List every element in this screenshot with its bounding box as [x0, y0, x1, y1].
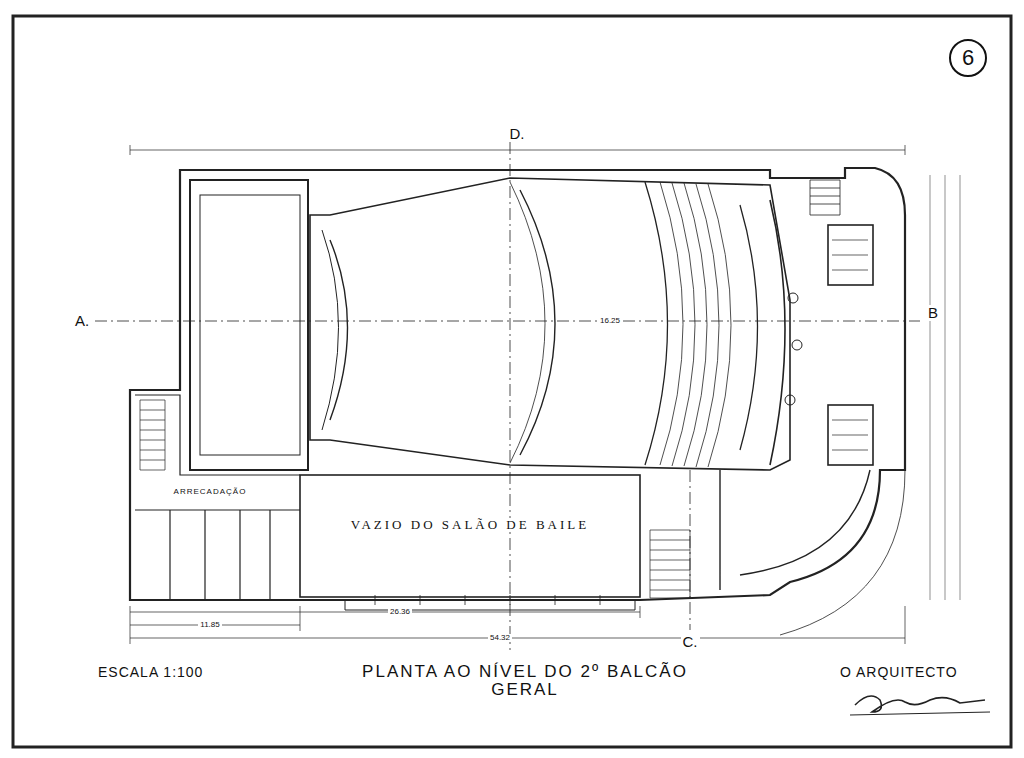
dimension: 16.25: [598, 317, 622, 326]
sheet-number: 6: [962, 45, 974, 71]
architect-credit: O ARQUITECTO: [840, 665, 958, 680]
dimension: 54.32: [488, 634, 512, 643]
scale-note: ESCALA 1:100: [98, 665, 203, 680]
section-mark: D.: [508, 126, 527, 143]
sheet-number-circle: 6: [949, 39, 987, 77]
drawing-title: PLANTA AO NÍVEL DO 2º BALCÃO GERAL: [325, 663, 725, 699]
room-label: VAZIO DO SALÃO DE BAILE: [349, 518, 591, 532]
section-mark: C.: [681, 634, 700, 651]
dimension: 11.85: [198, 621, 221, 630]
dimension: 26.36: [388, 608, 412, 617]
section-mark: B: [926, 305, 940, 322]
room-label: ARRECADAÇÃO: [172, 488, 249, 497]
section-mark: A.: [73, 313, 91, 330]
